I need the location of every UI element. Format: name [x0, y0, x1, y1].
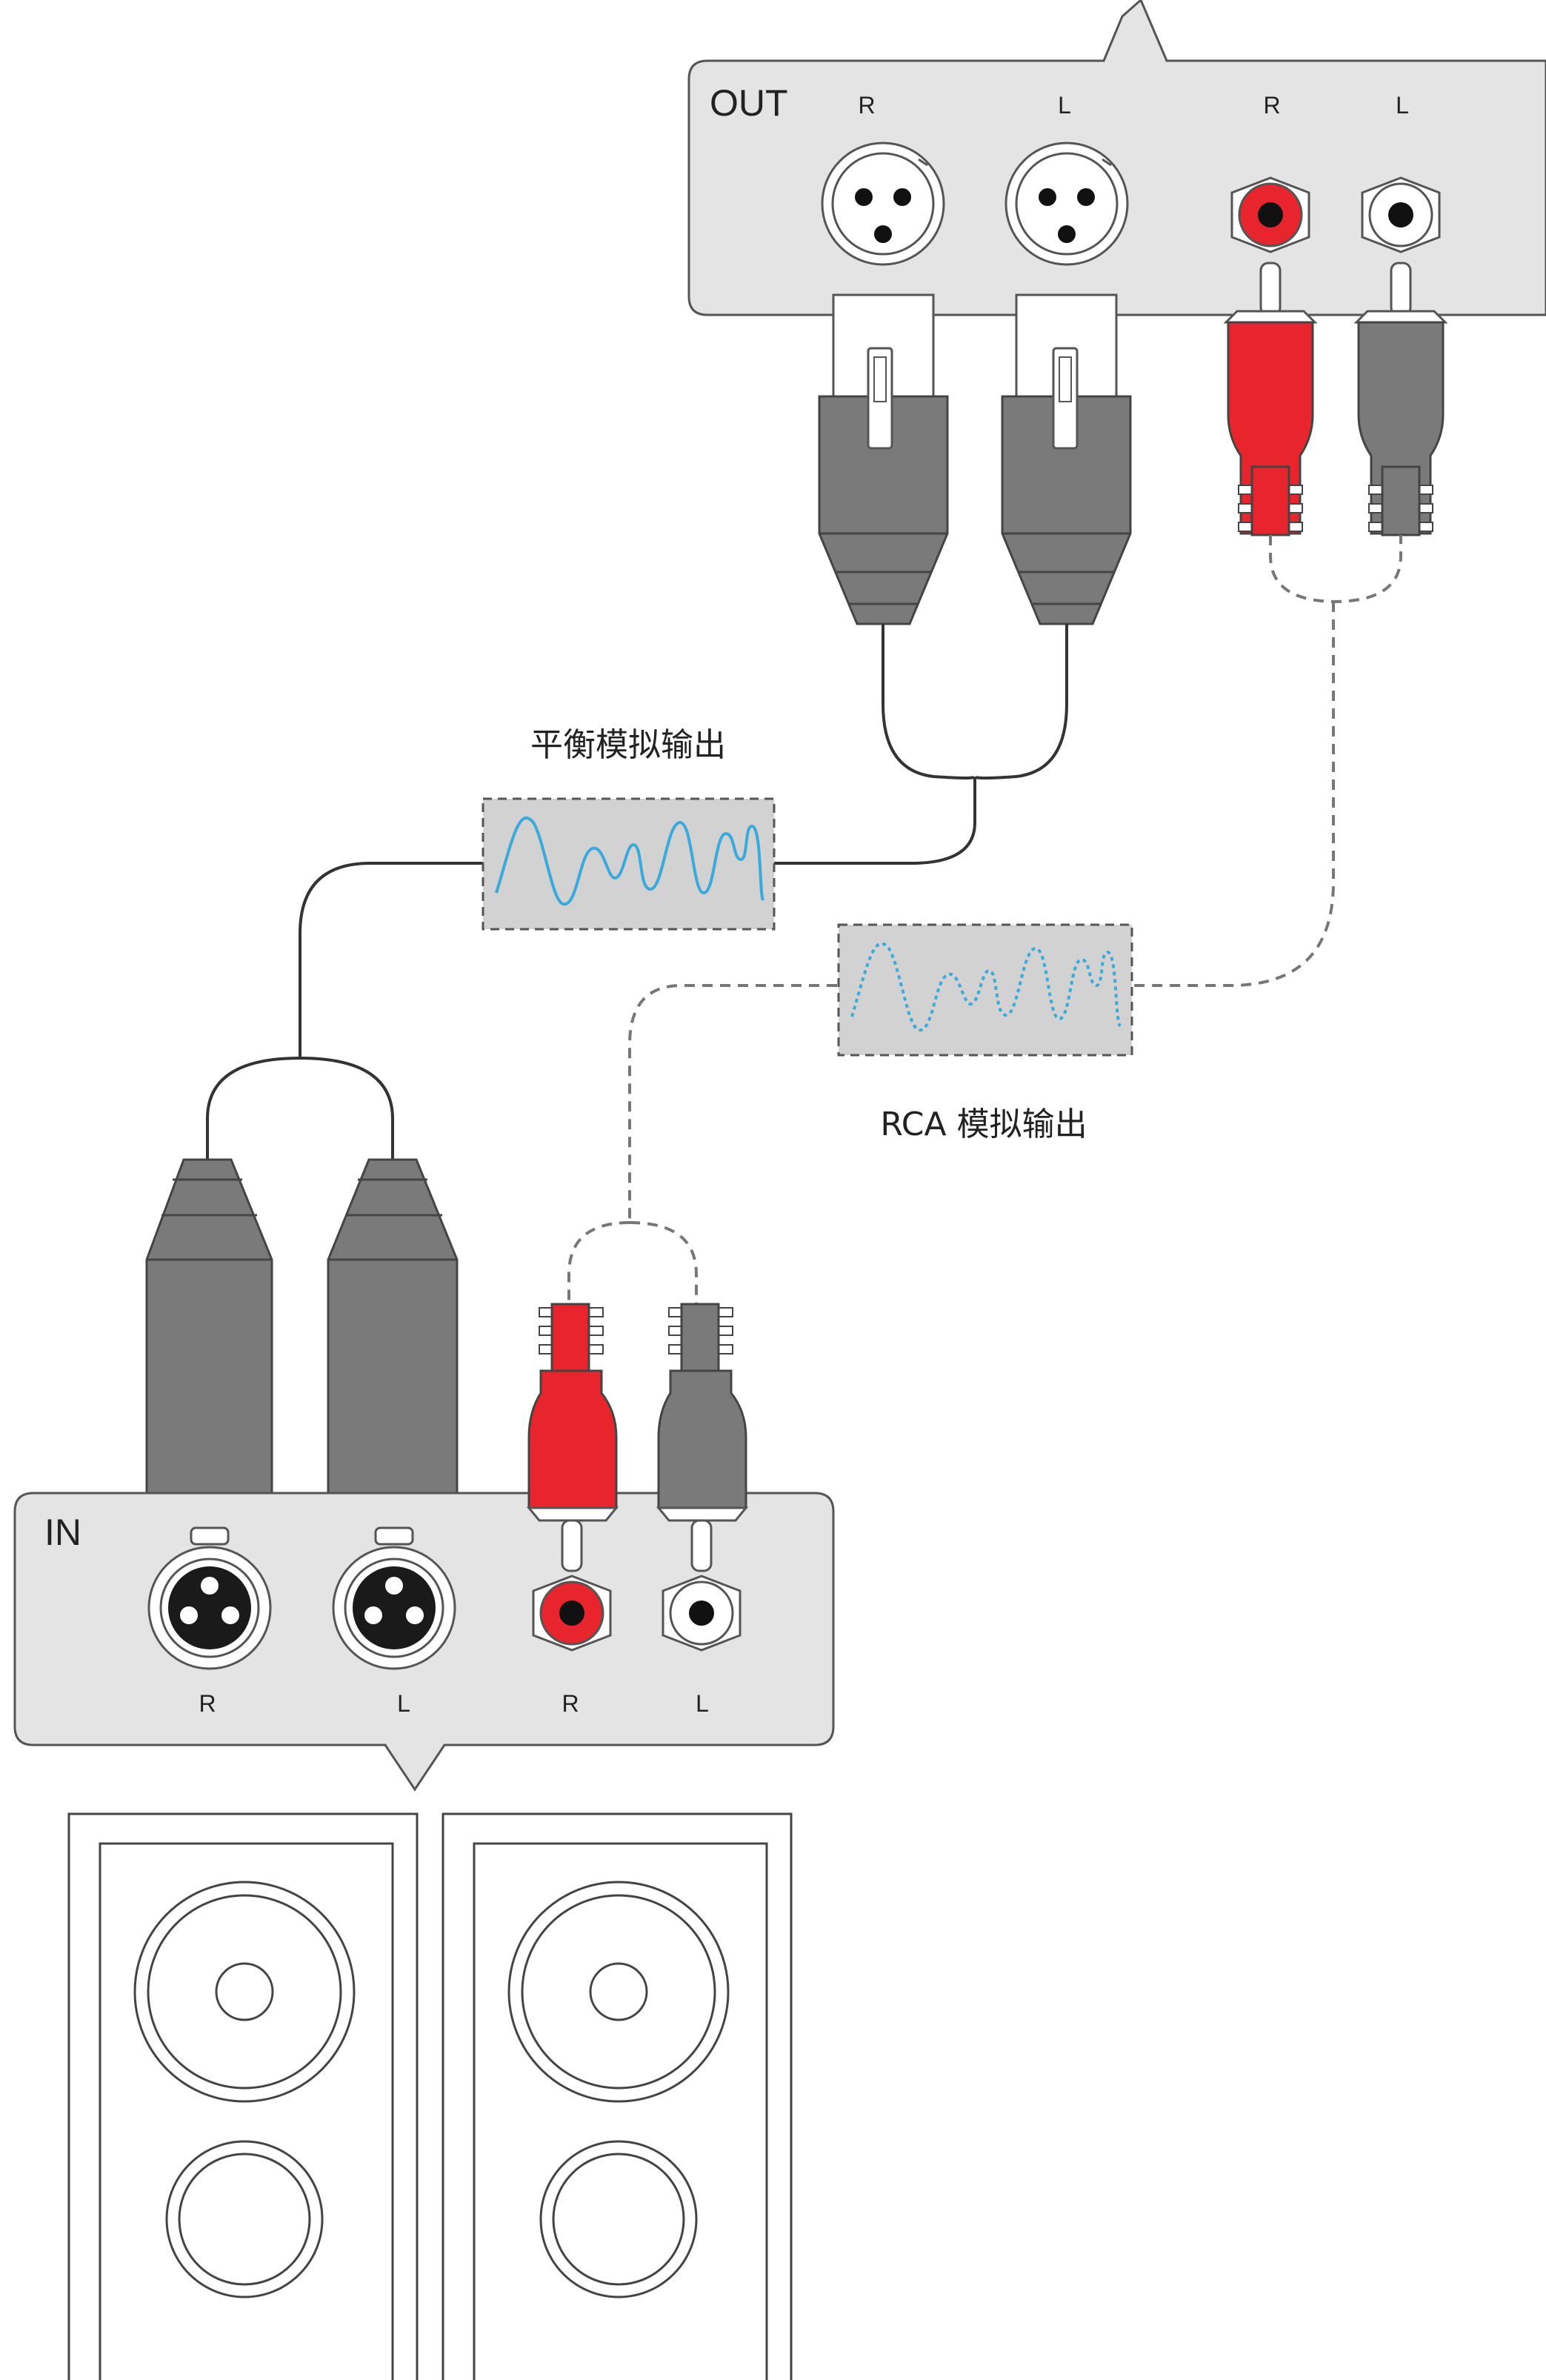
- balanced-signal-box: [482, 797, 776, 931]
- in-rca-r-jack-icon: [532, 1575, 612, 1652]
- in-rca-l-jack-icon: [662, 1575, 742, 1652]
- rca-signal-box: [837, 923, 1133, 1057]
- out-panel-title: OUT: [710, 82, 788, 124]
- out-xlr-l-label: L: [1058, 92, 1071, 119]
- in-xlr-r-jack-icon: [147, 1526, 272, 1670]
- in-rca-l-label: L: [696, 1690, 709, 1717]
- out-xlr-r-label: R: [858, 92, 875, 119]
- out-xlr-r-jack-icon: [821, 142, 945, 266]
- in-xlr-l-jack-icon: [332, 1526, 456, 1670]
- in-panel-title: IN: [44, 1512, 81, 1553]
- balanced-cable: [206, 624, 1068, 1160]
- out-rca-l-plug-icon: [1353, 262, 1448, 536]
- in-xlr-r-plug-icon: [145, 1158, 273, 1507]
- out-xlr-l-jack-icon: [1004, 142, 1129, 266]
- out-rca-l-label: L: [1396, 92, 1409, 119]
- out-rca-r-label: R: [1263, 92, 1280, 119]
- out-rca-r-jack-icon: [1230, 176, 1310, 253]
- in-rca-r-label: R: [562, 1690, 579, 1717]
- out-panel: OUT R L R L: [687, 0, 1546, 316]
- out-xlr-l-plug-icon: [1001, 293, 1132, 625]
- out-rca-r-plug-icon: [1223, 262, 1318, 536]
- in-panel: IN: [13, 1492, 835, 1792]
- out-rca-l-jack-icon: [1361, 176, 1441, 253]
- in-xlr-l-label: L: [397, 1690, 410, 1717]
- in-rca-l-plug-icon: [656, 1303, 749, 1572]
- balanced-waveform: [495, 816, 764, 906]
- speaker-right-icon: [442, 1812, 793, 2380]
- out-xlr-r-plug-icon: [818, 293, 949, 625]
- in-xlr-l-plug-icon: [327, 1158, 459, 1507]
- balanced-label: 平衡模拟输出: [530, 726, 726, 764]
- in-xlr-r-label: R: [199, 1690, 216, 1717]
- rca-waveform: [850, 942, 1122, 1032]
- in-rca-r-plug-icon: [526, 1303, 619, 1572]
- speaker-left-icon: [67, 1812, 419, 2380]
- rca-cable: [567, 535, 1402, 1304]
- rca-label: RCA 模拟输出: [880, 1106, 1087, 1143]
